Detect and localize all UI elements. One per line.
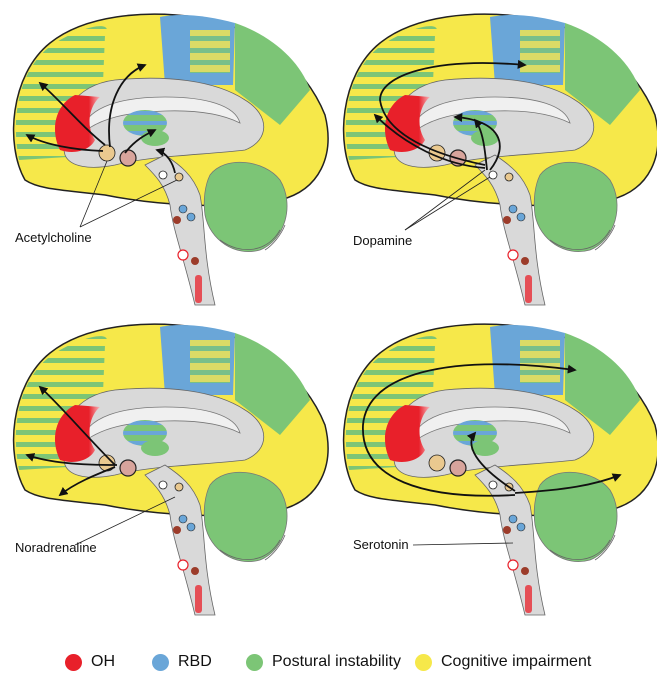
brainstem-nucleus-3 bbox=[179, 515, 187, 523]
legend-item-oh: OH bbox=[65, 650, 115, 674]
motor-striped-area bbox=[520, 340, 560, 383]
brainstem-nucleus-5 bbox=[173, 526, 181, 534]
spinal-red bbox=[525, 585, 532, 613]
neurotransmitter-label: Acetylcholine bbox=[15, 230, 92, 245]
brainstem-nucleus-3 bbox=[509, 515, 517, 523]
neurotransmitter-label: Serotonin bbox=[353, 537, 409, 552]
hypothalamus-nucleus bbox=[450, 460, 466, 476]
legend-swatch bbox=[246, 654, 263, 671]
brainstem-nucleus-2 bbox=[175, 483, 183, 491]
legend-swatch bbox=[152, 654, 169, 671]
brainstem-nucleus-4 bbox=[517, 523, 525, 531]
brainstem-nucleus-5 bbox=[503, 216, 511, 224]
legend-label: Cognitive impairment bbox=[441, 653, 591, 671]
motor-striped-area bbox=[190, 30, 230, 73]
brainstem-nucleus-4 bbox=[187, 213, 195, 221]
brain-diagram bbox=[5, 315, 325, 620]
legend: OH RBD Postural instability Cognitive im… bbox=[0, 650, 657, 676]
medulla-nucleus-1 bbox=[178, 250, 188, 260]
brainstem-nucleus-3 bbox=[509, 205, 517, 213]
hypothalamus-nucleus bbox=[120, 460, 136, 476]
neurotransmitter-label: Noradrenaline bbox=[15, 540, 97, 555]
spinal-red bbox=[195, 275, 202, 303]
medulla-nucleus-1 bbox=[178, 560, 188, 570]
legend-item-rbd: RBD bbox=[152, 650, 212, 674]
thalamus bbox=[141, 440, 169, 456]
brainstem-nucleus-1 bbox=[159, 171, 167, 179]
legend-item-cognitive-impairment: Cognitive impairment bbox=[415, 650, 591, 674]
brain-diagram bbox=[335, 315, 655, 620]
brainstem-nucleus-1 bbox=[489, 171, 497, 179]
brainstem-nucleus-4 bbox=[187, 523, 195, 531]
medulla-nucleus-2 bbox=[191, 257, 199, 265]
brainstem-nucleus-2 bbox=[505, 173, 513, 181]
medulla-nucleus-2 bbox=[521, 257, 529, 265]
thalamus bbox=[141, 130, 169, 146]
brainstem-nucleus-5 bbox=[503, 526, 511, 534]
hypothalamus-nucleus bbox=[120, 150, 136, 166]
medulla-nucleus-2 bbox=[521, 567, 529, 575]
legend-item-postural-instability: Postural instability bbox=[246, 650, 401, 674]
brainstem-nucleus-1 bbox=[489, 481, 497, 489]
brainstem-nucleus-2 bbox=[175, 173, 183, 181]
panel-serotonin: Serotonin bbox=[335, 315, 655, 620]
panel-acetylcholine: Acetylcholine bbox=[5, 5, 325, 310]
brainstem-nucleus-4 bbox=[517, 213, 525, 221]
brainstem-nucleus-3 bbox=[179, 205, 187, 213]
brain-diagram bbox=[5, 5, 325, 310]
legend-label: OH bbox=[91, 653, 115, 671]
legend-label: RBD bbox=[178, 653, 212, 671]
neurotransmitter-label: Dopamine bbox=[353, 233, 412, 248]
medulla-nucleus-2 bbox=[191, 567, 199, 575]
medulla-nucleus-1 bbox=[508, 250, 518, 260]
nucleus-basalis bbox=[99, 145, 115, 161]
nucleus-basalis bbox=[429, 455, 445, 471]
spinal-red bbox=[525, 275, 532, 303]
brainstem-nucleus-5 bbox=[173, 216, 181, 224]
label-pointer bbox=[413, 543, 513, 545]
spinal-red bbox=[195, 585, 202, 613]
panel-dopamine: Dopamine bbox=[335, 5, 655, 310]
brainstem-nucleus-1 bbox=[159, 481, 167, 489]
legend-swatch bbox=[65, 654, 82, 671]
legend-label: Postural instability bbox=[272, 653, 401, 671]
motor-striped-area bbox=[520, 30, 560, 73]
motor-striped-area bbox=[190, 340, 230, 383]
panel-noradrenaline: Noradrenaline bbox=[5, 315, 325, 620]
legend-swatch bbox=[415, 654, 432, 671]
medulla-nucleus-1 bbox=[508, 560, 518, 570]
brain-diagram bbox=[335, 5, 655, 310]
